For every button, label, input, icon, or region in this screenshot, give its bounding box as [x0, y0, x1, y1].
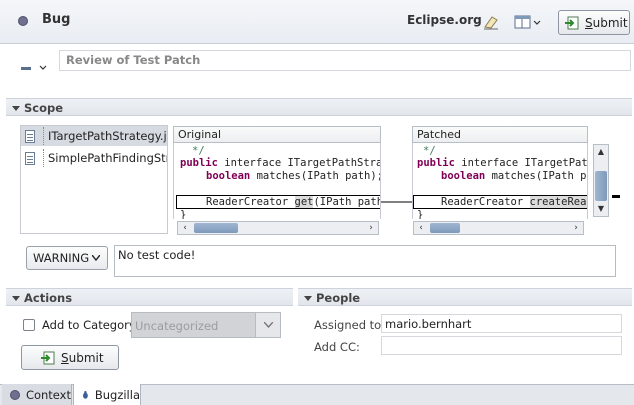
code-text: ReaderCreator: [206, 196, 295, 208]
keyword: public: [180, 157, 218, 169]
patched-code-pane[interactable]: */ public interface ITargetPath boolean …: [412, 143, 588, 219]
layout-menu-icon[interactable]: [513, 12, 543, 32]
changed-text: get: [294, 196, 314, 208]
chevron-down-icon: [92, 255, 100, 261]
change-highlight: [413, 195, 587, 209]
bug-icon: [83, 390, 88, 399]
code-text: ReaderCreator: [441, 196, 530, 208]
actions-title: Actions: [24, 291, 73, 305]
add-to-category-label: Add to Category: [42, 318, 136, 332]
submit-icon: [41, 351, 55, 364]
change-highlight: [176, 195, 380, 209]
context-icon: [10, 389, 20, 400]
original-pane-header: Original: [173, 126, 381, 143]
file-name: ITargetPathStrategy.java: [48, 129, 167, 143]
category-dropdown-button[interactable]: [255, 313, 280, 337]
code-line: }: [417, 209, 424, 219]
assigned-to-label: Assigned to:: [314, 318, 386, 332]
category-value: Uncategorized: [135, 319, 219, 333]
collapse-icon: [12, 296, 20, 301]
code-text: interface ITargetPathStrat: [217, 157, 381, 169]
scroll-down-icon[interactable]: ▼: [597, 204, 605, 213]
priority-icon[interactable]: [20, 62, 50, 74]
patched-vscrollbar[interactable]: ▲ ▼: [593, 144, 609, 217]
tab-label: Context: [25, 387, 71, 402]
code-text: matches(IPath pat: [485, 170, 588, 182]
review-comment-input[interactable]: No test code!: [114, 245, 616, 277]
code-text: interface ITargetPath: [454, 157, 588, 169]
submit-label: ubmit: [592, 15, 628, 30]
file-item[interactable]: ITargetPathStrategy.java: [21, 126, 167, 146]
scope-title: Scope: [24, 101, 64, 115]
code-text: matches(IPath path);: [250, 170, 381, 182]
scroll-left-icon[interactable]: ‹: [183, 223, 187, 233]
submit-button-top[interactable]: Submit: [558, 10, 630, 35]
keyword: boolean: [441, 170, 486, 182]
add-cc-label: Add CC:: [314, 340, 360, 354]
java-file-icon: [25, 151, 35, 165]
tab-context[interactable]: Context: [2, 384, 72, 405]
patched-pane-header: Patched: [412, 126, 588, 143]
people-section-header[interactable]: People: [298, 288, 632, 306]
code-text: (IPath path): [313, 196, 380, 208]
original-hscrollbar[interactable]: ‹ ›: [177, 221, 379, 235]
file-item[interactable]: SimplePathFindingStrategy.java: [21, 148, 167, 168]
editor-tab-bar: [0, 384, 634, 405]
java-file-icon: [25, 129, 35, 143]
code-line: public interface ITargetPathStrat: [180, 157, 381, 169]
bug-status-icon: [18, 16, 28, 26]
code-line: ReaderCreator get(IPath path): [206, 196, 380, 208]
scroll-thumb[interactable]: [430, 223, 460, 233]
clear-outgoing-icon[interactable]: [482, 14, 500, 30]
file-list[interactable]: ITargetPathStrategy.java SimplePathFindi…: [20, 125, 168, 234]
repository-label: Eclipse.org: [407, 13, 482, 27]
scroll-up-icon[interactable]: ▲: [597, 147, 605, 156]
tree-line: [43, 127, 44, 145]
add-cc-input[interactable]: [381, 336, 622, 355]
code-line: }: [180, 209, 187, 219]
collapse-icon: [12, 106, 20, 111]
code-comment: */: [423, 145, 436, 157]
code-line: public interface ITargetPath: [417, 157, 588, 169]
code-line: boolean matches(IPath pat: [441, 170, 588, 182]
chevron-down-icon: [264, 322, 273, 328]
actions-section-header[interactable]: Actions: [6, 288, 293, 306]
keyword: boolean: [206, 170, 251, 182]
code-line: boolean matches(IPath path);: [206, 170, 381, 182]
overview-ruler-marker[interactable]: [612, 195, 620, 198]
people-title: People: [316, 291, 361, 305]
submit-icon: [565, 16, 579, 29]
submit-mnemonic: S: [585, 15, 593, 30]
file-name: SimplePathFindingStrategy.java: [48, 151, 167, 165]
changed-text: createRead: [529, 196, 587, 208]
severity-value: WARNING: [33, 251, 90, 265]
submit-label: ubmit: [68, 350, 104, 365]
submit-button[interactable]: Submit: [21, 345, 119, 370]
submit-mnemonic: S: [61, 350, 69, 365]
patched-hscrollbar[interactable]: ‹ ›: [413, 221, 584, 235]
scroll-right-icon[interactable]: ›: [574, 223, 578, 233]
change-connector: [381, 201, 413, 203]
editor-title: Bug: [42, 12, 71, 27]
scroll-right-icon[interactable]: ›: [369, 223, 373, 233]
scope-section-header[interactable]: Scope: [6, 98, 632, 116]
assigned-to-input[interactable]: mario.bernhart: [381, 314, 622, 333]
tab-bugzilla[interactable]: Bugzilla: [73, 384, 141, 405]
code-line: ReaderCreator createRead: [441, 196, 587, 208]
collapse-icon: [304, 296, 312, 301]
add-to-category-checkbox[interactable]: [23, 319, 35, 331]
original-code-pane[interactable]: */ public interface ITargetPathStrat boo…: [173, 143, 381, 219]
scroll-left-icon[interactable]: ‹: [419, 223, 423, 233]
scroll-thumb[interactable]: [595, 171, 607, 201]
tab-label: Bugzilla: [94, 387, 140, 402]
tree-line: [43, 149, 44, 167]
keyword: public: [417, 157, 455, 169]
code-comment: */: [192, 145, 205, 157]
scroll-thumb[interactable]: [194, 223, 238, 233]
summary-input[interactable]: Review of Test Patch: [59, 50, 631, 71]
